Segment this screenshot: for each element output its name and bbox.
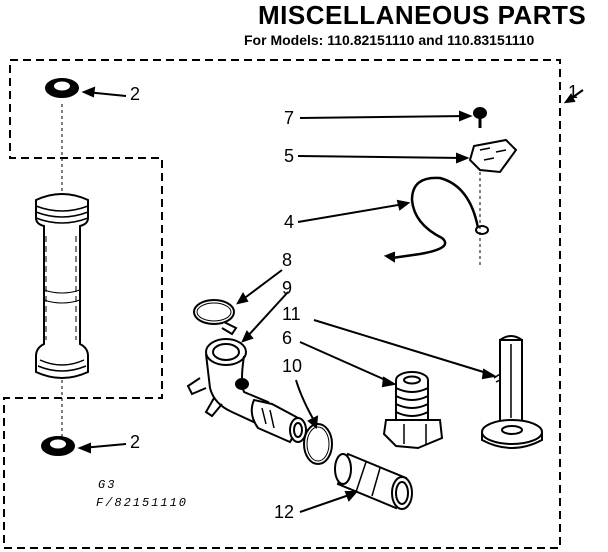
callout-5: 5 [284, 146, 295, 166]
drawing-code-line1: G3 [98, 478, 117, 492]
elbow-hose-drawing [186, 291, 307, 444]
callout-12: 12 [274, 502, 295, 522]
callout-2-bottom: 2 [130, 432, 141, 452]
clamp-10-drawing [295, 379, 333, 465]
diagram-title: MISCELLANEOUS PARTS [258, 0, 587, 30]
connector-6-drawing [299, 341, 444, 450]
washer-top-drawing [45, 78, 127, 98]
callout-1: 1 [568, 82, 579, 102]
fill-hose-drawing [35, 193, 89, 379]
drawing-code-line2: F/82151110 [96, 496, 189, 510]
callout-arrow-1 [563, 89, 584, 104]
callout-4: 4 [284, 212, 295, 232]
clip-drawing [297, 138, 518, 268]
kit-boundary [3, 59, 561, 549]
callout-10: 10 [282, 356, 303, 376]
models-subtitle: For Models: 110.82151110 and 110.8315111… [244, 32, 535, 48]
callout-8: 8 [282, 250, 293, 270]
callout-9: 9 [282, 278, 293, 298]
post-11-drawing [313, 319, 543, 449]
screw-drawing [299, 107, 487, 128]
ground-wire-drawing [297, 176, 489, 263]
washer-bottom-drawing [41, 436, 127, 456]
callout-11: 11 [282, 304, 301, 324]
callout-2-top: 2 [130, 84, 141, 104]
hose-clamp-drawing [193, 269, 283, 336]
pipe-drawing [299, 452, 413, 513]
callout-6: 6 [282, 328, 293, 348]
callout-7: 7 [284, 108, 295, 128]
